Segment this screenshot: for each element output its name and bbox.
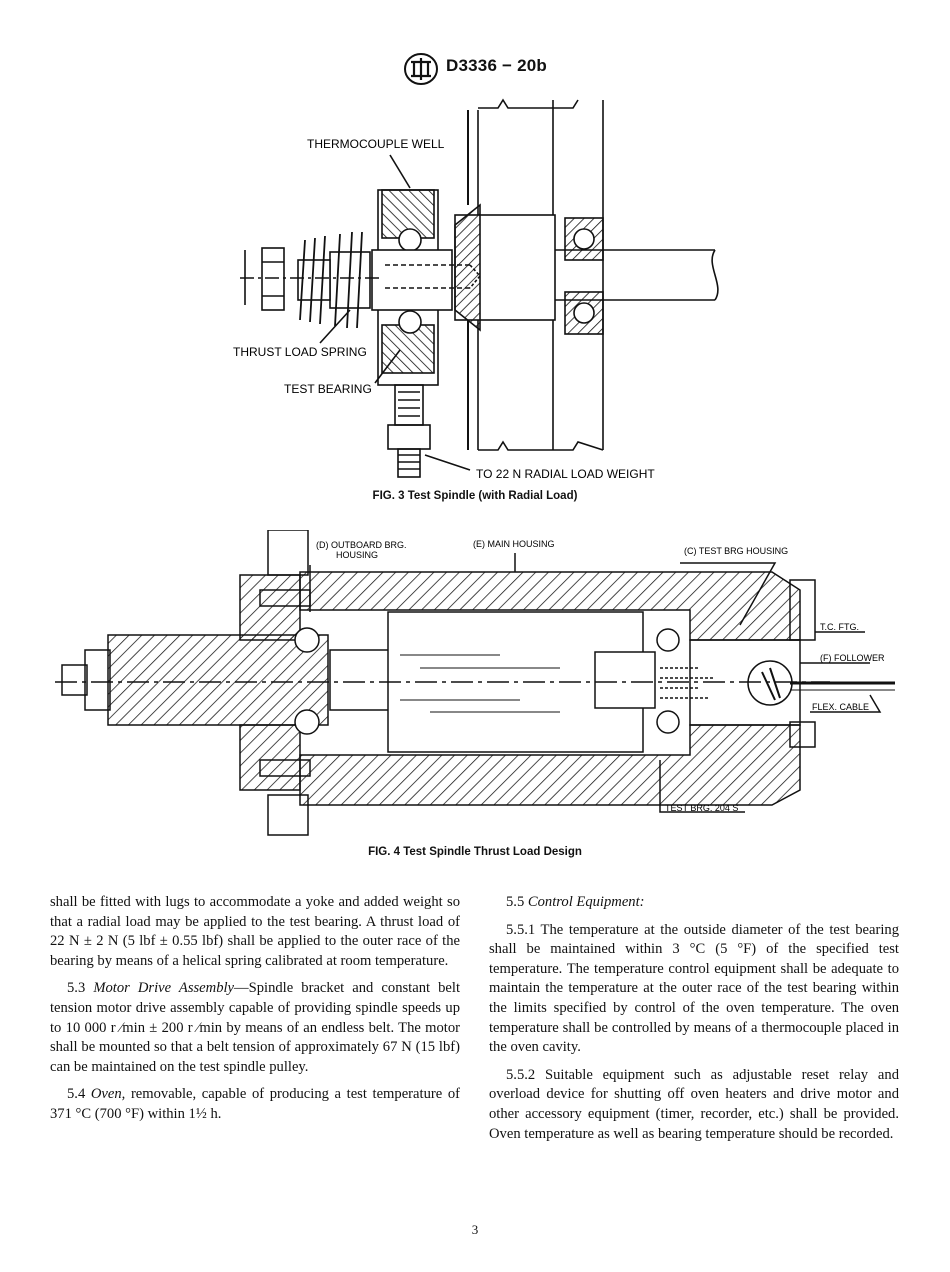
label-test-bearing: TEST BEARING — [284, 382, 372, 396]
label-main-housing: (E) MAIN HOUSING — [473, 539, 555, 549]
paragraph-5-2-continued: shall be fitted with lugs to accommodate… — [50, 894, 460, 969]
label-tc-ftg: T.C. FTG. — [820, 622, 859, 632]
astm-logo-icon — [404, 53, 438, 85]
paragraph-5-3: 5.3 Motor Drive Assembly—Spindle bracket… — [50, 979, 460, 1077]
label-thermocouple-well: THERMOCOUPLE WELL — [307, 137, 445, 151]
page-number: 3 — [471, 1222, 479, 1237]
paragraph-5-4: 5.4 Oven, removable, capable of producin… — [50, 1085, 460, 1124]
section-text: removable, capable of producing a test t… — [50, 1086, 460, 1122]
figure-4-caption: FIG. 4 Test Spindle Thrust Load Design — [368, 846, 582, 858]
section-number: 5.5 — [506, 894, 525, 910]
label-flex-cable: FLEX. CABLE — [812, 702, 869, 712]
section-number: 5.3 — [67, 980, 86, 997]
section-title: Control Equipment: — [527, 894, 645, 910]
paragraph-5-5-2: 5.5.2 Suitable equipment such as adjusta… — [489, 1066, 899, 1142]
paragraph-5-5: 5.5 Control Equipment: — [489, 893, 899, 913]
label-outboard-brg-2: HOUSING — [336, 550, 378, 560]
left-column: shall be fitted with lugs to accommodate… — [50, 893, 460, 1133]
label-outboard-brg-1: (D) OUTBOARD BRG. — [316, 540, 407, 550]
label-radial-load-weight: TO 22 N RADIAL LOAD WEIGHT — [476, 467, 655, 481]
label-thrust-load-spring: THRUST LOAD SPRING — [233, 345, 367, 359]
section-text: —Spindle bracket and constant belt tensi… — [50, 980, 461, 1075]
label-test-brg-204s: TEST BRG. 204 S — [665, 803, 738, 813]
label-follower: (F) FOLLOWER — [820, 653, 885, 663]
figure-3-test-spindle-radial-load: THERMOCOUPLE WELL THRUST LOAD SPRING TES… — [233, 98, 719, 481]
figure-4-test-spindle-thrust-load: (D) OUTBOARD BRG. HOUSING (E) MAIN HOUSI… — [55, 530, 895, 836]
section-number: 5.4 — [67, 1086, 86, 1103]
page-header: D3336 − 20b — [0, 52, 950, 86]
section-title: Oven, — [90, 1086, 126, 1103]
section-title: Motor Drive Assembly — [93, 980, 235, 997]
label-test-brg-housing: (C) TEST BRG HOUSING — [684, 546, 788, 556]
right-column: 5.5 Control Equipment: 5.5.1 The tempera… — [489, 893, 899, 1152]
document-number: D3336 − 20b — [446, 56, 547, 75]
figure-3-caption: FIG. 3 Test Spindle (with Radial Load) — [372, 490, 578, 502]
paragraph-5-5-1: 5.5.1 The temperature at the outside dia… — [489, 921, 899, 1056]
